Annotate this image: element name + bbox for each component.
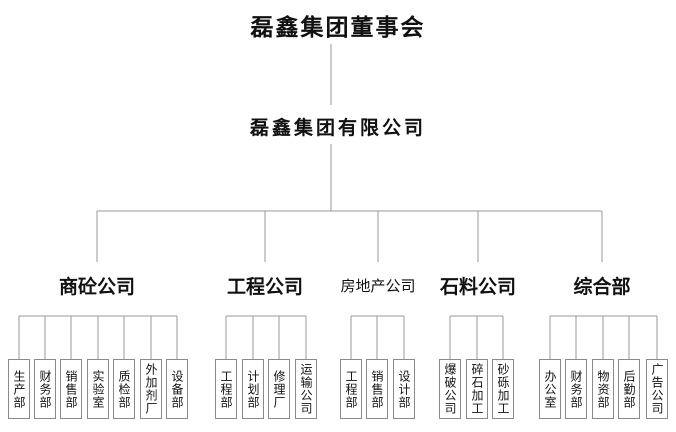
unit-box: 碎石加工: [466, 359, 488, 419]
unit-label: 外加剂厂: [144, 363, 158, 415]
division-title: 工程公司: [226, 276, 303, 298]
unit-label: 后勤部: [622, 369, 636, 409]
unit-box: 物资部: [592, 359, 614, 419]
unit-label: 财务部: [569, 369, 583, 409]
unit-box: 运输公司: [295, 359, 317, 419]
unit-box: 销售部: [60, 359, 82, 419]
division-title: 石料公司: [439, 276, 516, 298]
division-title: 综合部: [573, 276, 631, 298]
group-company-title: 磊鑫集团有限公司: [249, 117, 426, 139]
unit-label: 工程部: [344, 369, 358, 409]
unit-box: 设备部: [166, 359, 188, 419]
division-title: 房地产公司: [340, 277, 416, 295]
unit-box: 办公室: [539, 359, 561, 419]
unit-label: 爆破公司: [443, 363, 457, 415]
unit-box: 工程部: [340, 359, 362, 419]
unit-box: 财务部: [565, 359, 587, 419]
unit-box: 销售部: [366, 359, 388, 419]
unit-label: 设备部: [170, 369, 184, 409]
unit-box: 质检部: [113, 359, 135, 419]
unit-box: 设计部: [393, 359, 415, 419]
unit-box: 财务部: [34, 359, 56, 419]
unit-box: 砂砾加工: [492, 359, 514, 419]
unit-label: 工程部: [219, 369, 233, 409]
unit-box: 外加剂厂: [140, 359, 162, 419]
unit-label: 设计部: [397, 369, 411, 409]
unit-label: 砂砾加工: [496, 363, 510, 415]
unit-box: 广告公司: [646, 359, 668, 419]
unit-label: 计划部: [246, 369, 260, 409]
unit-label: 生产部: [12, 369, 26, 409]
unit-label: 销售部: [370, 369, 384, 409]
unit-label: 财务部: [38, 369, 52, 409]
unit-label: 质检部: [117, 369, 131, 409]
unit-box: 工程部: [215, 359, 237, 419]
division-title: 商砼公司: [58, 276, 135, 298]
board-title: 磊鑫集团董事会: [250, 14, 426, 41]
unit-box: 实验室: [87, 359, 109, 419]
unit-label: 运输公司: [299, 363, 313, 415]
unit-label: 办公室: [543, 369, 557, 409]
unit-label: 修理厂: [272, 369, 286, 409]
unit-label: 销售部: [64, 369, 78, 409]
unit-label: 实验室: [91, 369, 105, 409]
unit-label: 碎石加工: [470, 363, 484, 415]
unit-box: 后勤部: [618, 359, 640, 419]
unit-box: 生产部: [8, 359, 30, 419]
unit-box: 爆破公司: [439, 359, 461, 419]
unit-label: 物资部: [596, 369, 610, 409]
unit-box: 修理厂: [268, 359, 290, 419]
unit-box: 计划部: [242, 359, 264, 419]
unit-label: 广告公司: [650, 363, 664, 415]
